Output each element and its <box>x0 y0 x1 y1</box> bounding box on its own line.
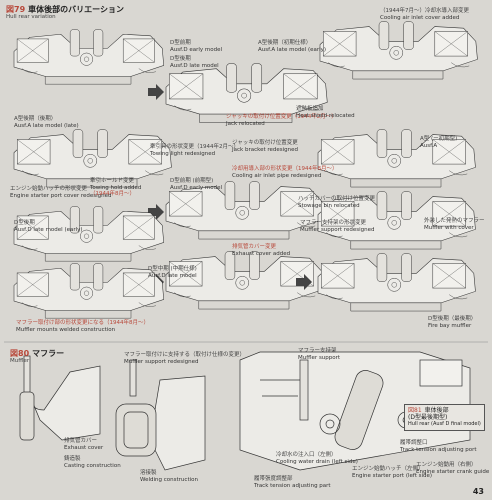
label-cooling-water: 冷却水の注入口（左側） Cooling water drain (left si… <box>276 452 358 465</box>
label-track-tension-2: 履帯調整口 Track tension adjusting port <box>400 440 477 453</box>
fig81-title-text: 車体後部 <box>424 407 449 414</box>
label-towing-hook: 牽引ホールド変更 Towing hold added （1944年8月〜） <box>90 178 142 197</box>
fig81-subtitle: Hull rear (Ausf D final model) <box>408 421 481 427</box>
label-jack: ジャッキの取付け位置変更（1944年2月〜） Jack relocated <box>226 114 337 127</box>
label-cooling: 冷却用導入部の形状変更（1944年8月〜） Cooling air inlet … <box>232 166 338 179</box>
label-ausf-d-late: D型後期 Ausf.D late model <box>170 56 219 69</box>
label-stowage: ハッチカバーの取付け位置変更 Stowage bin relocated <box>298 196 376 209</box>
fig79-title-text: 車体後部のバリエーション <box>28 5 124 14</box>
label-ausf-a-early: A型後期（初期仕様） Ausf.A late model (early) <box>258 40 327 53</box>
label-engine-starter: エンジン始動ハッチ（左側） Engine starter port (left … <box>352 466 433 479</box>
label-muffler-support-2: マフラー取付けに支持する（取付け仕様の変更） Muffler support r… <box>124 352 246 365</box>
label-ausf-a: A型 (ー初期型) Ausf.A <box>420 136 458 149</box>
label-final: D型後期（最後期） Fire bay muffler <box>428 316 477 329</box>
label-engine-starter-2: エンジン始動用（右側） Engine starter crank guide <box>416 462 490 475</box>
label-casting: 鋳造製 Casting construction <box>64 456 121 469</box>
label-heat: 遮熱板追加 Heat shield relocated <box>296 106 355 119</box>
fig79-subtitle: Hull rear variation <box>6 14 56 20</box>
label-construction: マフラー取付け部の形状変更になる（1944年8月〜） Muffler mount… <box>16 320 149 333</box>
label-ausf-d-early: D型前期 Ausf.D early model <box>170 40 223 53</box>
fig81-title2: (D型最後期型) <box>408 414 448 421</box>
fig80-title-text: マフラー <box>32 349 65 358</box>
label-ausf-d-early-2: D型前期 (前期型) Ausf.D early model <box>170 178 223 191</box>
label-muffler-support-3: マフラー支持架 Muffler support <box>298 348 341 361</box>
label-towing: 牽引具の形状変更（1944年2月〜） Towing light redesign… <box>150 144 239 157</box>
label-track-tension: 履帯張度調整部 Track tension adjusting part <box>254 476 331 489</box>
fig80-number: 図80 <box>10 349 30 358</box>
label-exhaust: 排気管カバー変更 Exhaust cover added <box>232 244 291 257</box>
label-welding: 溶接製 Welding construction <box>140 470 198 483</box>
label-exhaust-cover: 排気管カバー Exhaust cover <box>64 438 104 451</box>
fig79-number: 図79 <box>6 5 26 14</box>
label-intake: （1944年7月〜）冷却水導入部変更 Cooling air inlet cov… <box>380 8 469 21</box>
label-ausf-d-mid: D型中期 (中期仕様) Ausf.D late model <box>148 266 197 279</box>
label-muffler-support: マフラー支持架の形状変更 Muffler support redesigned <box>300 220 375 233</box>
label-ausf-a-late: A型後期（後期） Ausf.A late model (late) <box>14 116 79 129</box>
label-outer-muffler: 外装した発熱のマフラー Muffler with cover <box>424 218 485 231</box>
fig81-number: 図81 <box>408 407 422 414</box>
page-number: 43 <box>472 487 484 496</box>
label-engine: エンジン始動ハッチの形状変更 Engine starter port cover… <box>10 186 112 199</box>
fig80-subtitle: Muffler <box>10 358 30 364</box>
label-jack2: ジャッキの取付け位置変更 Jack bracket redesigned <box>232 140 299 153</box>
label-ausf-d-late-2: D型後期 Ausf.D late model (early) <box>14 220 83 233</box>
